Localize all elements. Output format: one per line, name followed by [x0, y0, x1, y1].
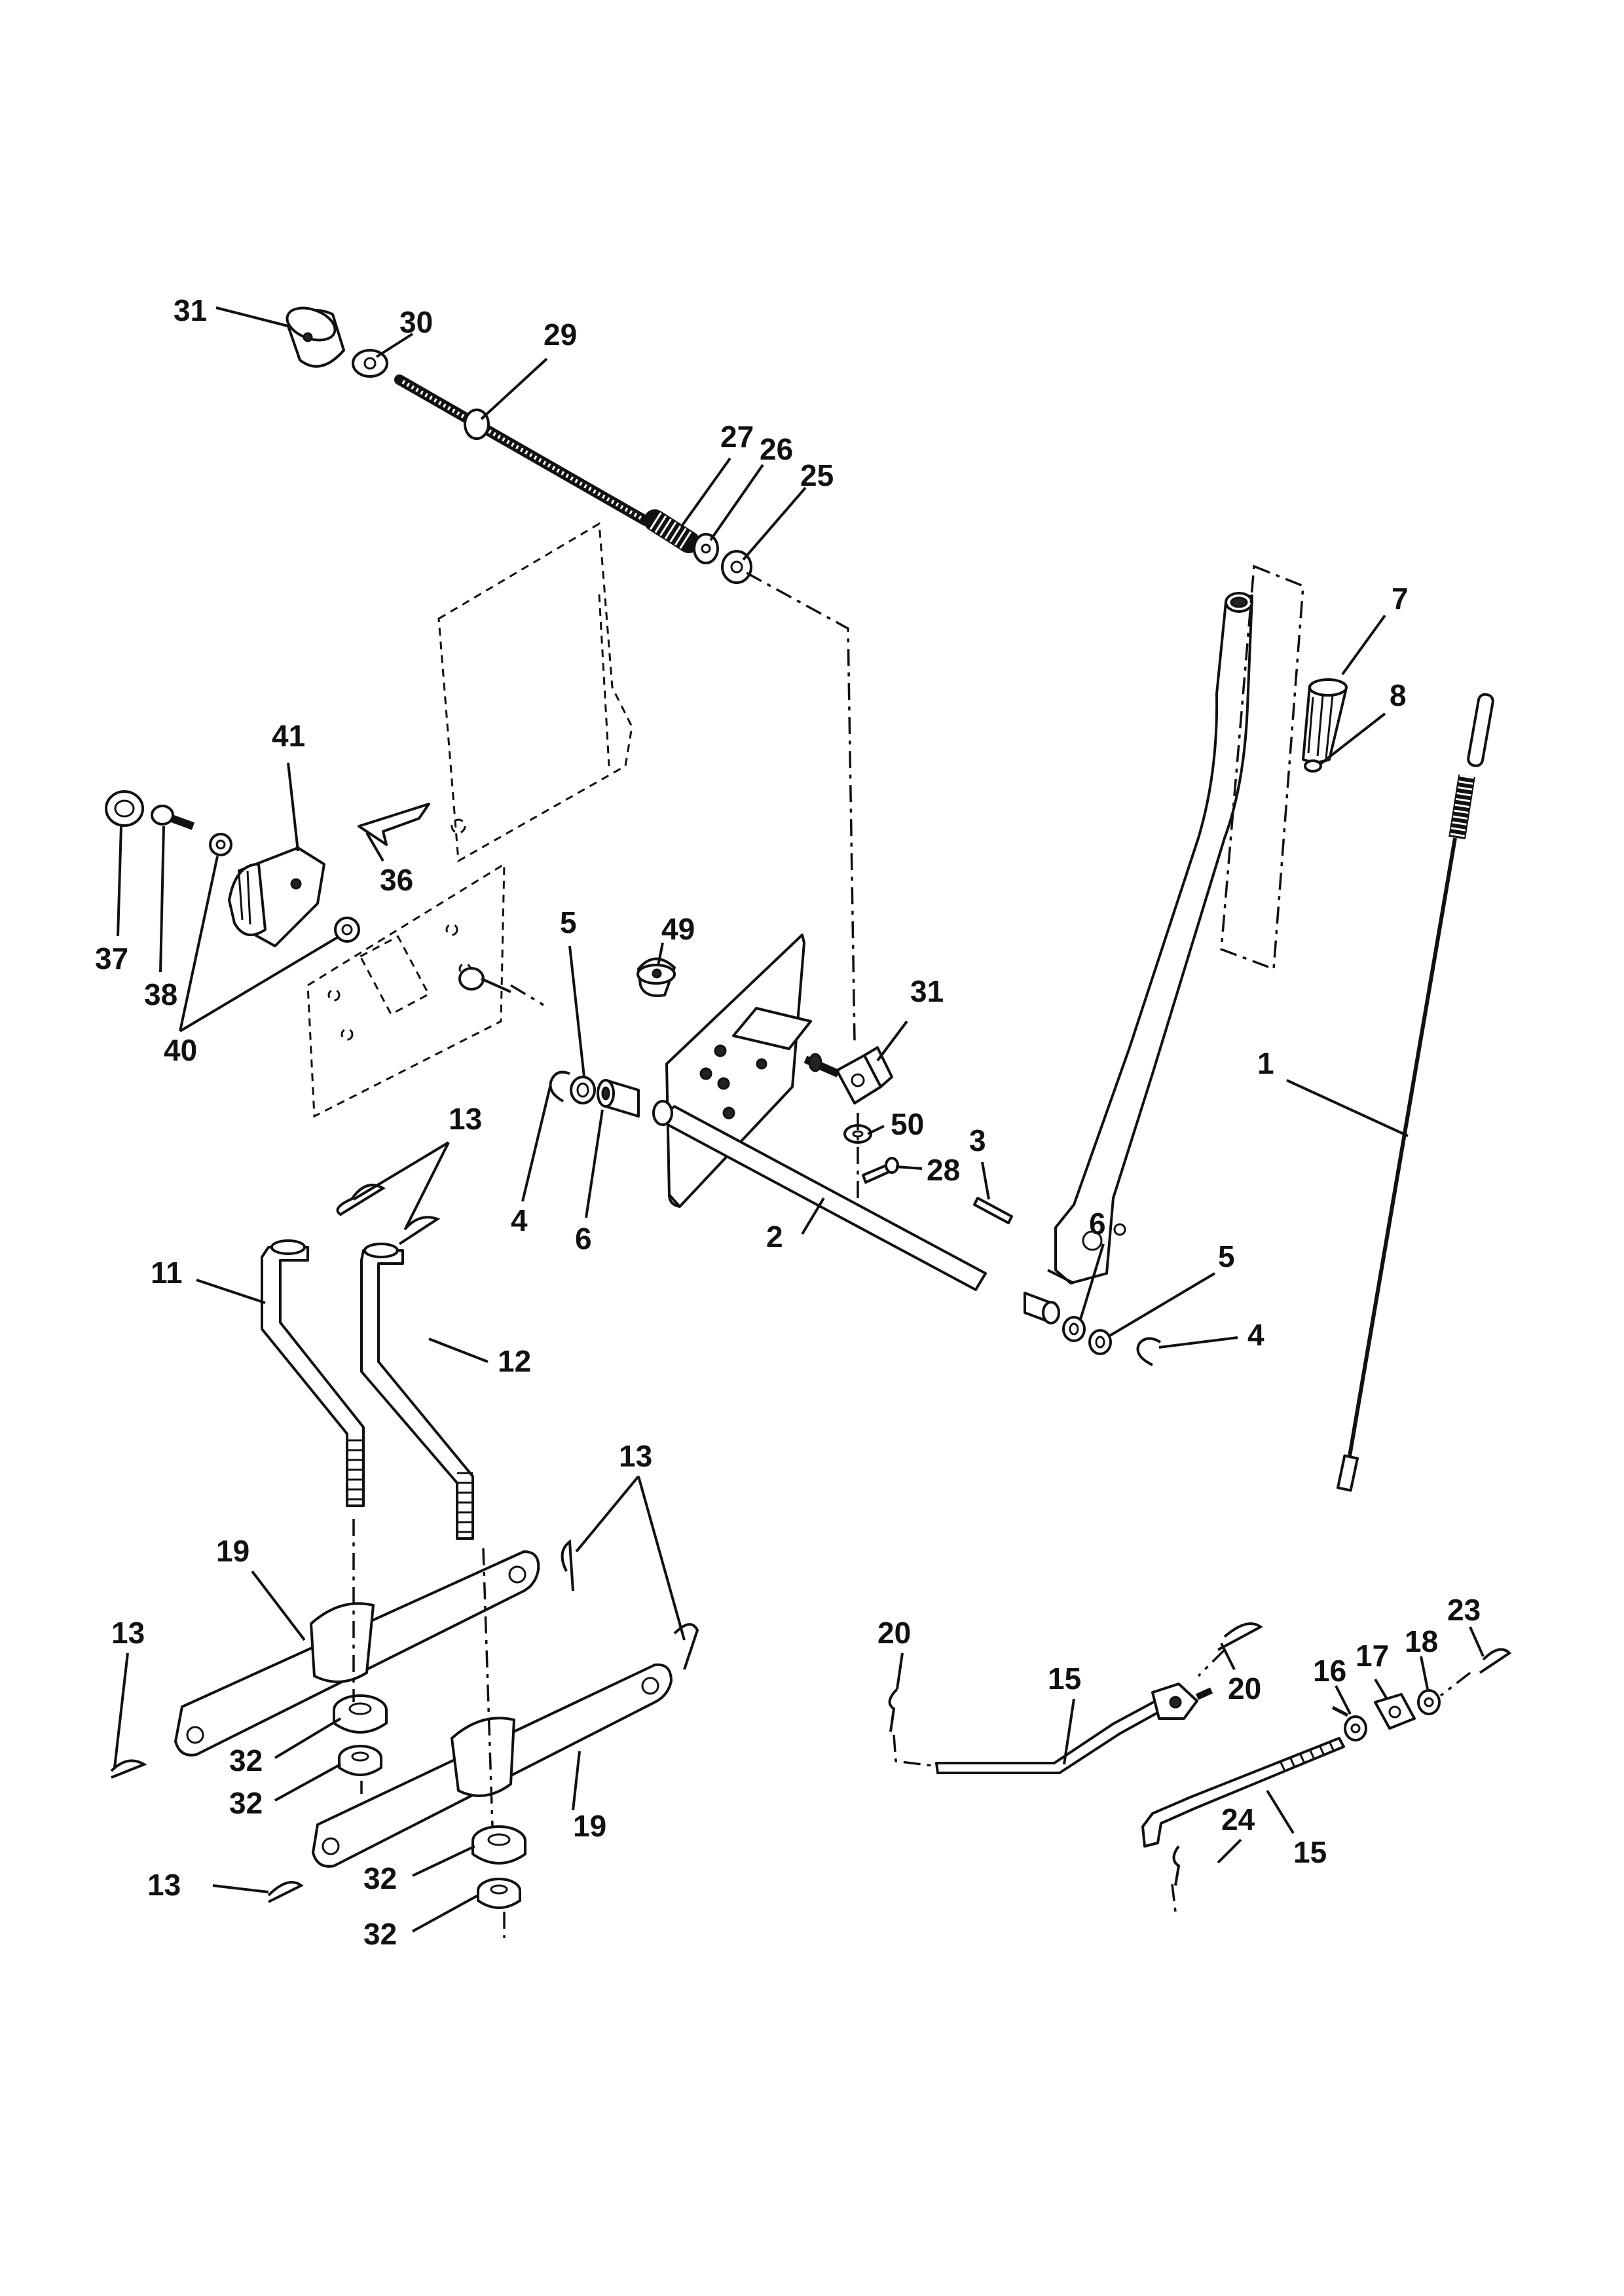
callout-6-left: 6: [575, 1222, 592, 1256]
callout-24: 26: [760, 432, 793, 466]
callout-15-lower: 15: [1293, 1835, 1327, 1869]
callout-12: 12: [498, 1344, 531, 1378]
callout-36: 36: [380, 863, 413, 897]
callout-23: 25: [800, 458, 834, 492]
trunnion-part: [803, 1046, 893, 1104]
bushing-part: [1024, 1292, 1060, 1324]
callout-30: 31: [910, 974, 944, 1008]
lift-lever-part: [1047, 592, 1253, 1285]
lift-arm-part: [174, 1550, 540, 1757]
callout-4-left: 4: [511, 1203, 528, 1237]
callout-13-left: 13: [111, 1616, 145, 1650]
callout-13-top: 13: [449, 1102, 482, 1136]
snap-ring-part: [1136, 1337, 1162, 1366]
phantom-panel-lower: [306, 862, 506, 1118]
adjustment-rod-part: [394, 374, 650, 526]
lift-arm-part: [312, 1663, 673, 1868]
hairpin-part: [888, 1622, 1512, 1886]
washer-part: [693, 533, 719, 564]
nut-part: [1331, 1705, 1367, 1741]
ring-part: [105, 790, 144, 827]
callout-26: 28: [927, 1153, 960, 1187]
callout-32-upper: 32: [229, 1786, 263, 1820]
leader-lines: [113, 306, 1485, 1933]
washer-part: [1062, 1316, 1086, 1342]
bushing-part: [597, 1079, 640, 1118]
callout-20-mid: 20: [1228, 1671, 1261, 1705]
callout-50: 50: [891, 1107, 924, 1141]
callout-19-upper: 19: [216, 1534, 249, 1568]
callout-17: 17: [1356, 1639, 1389, 1673]
lift-plate-part: [665, 934, 812, 1208]
bearing-part: [637, 957, 676, 997]
screw-part: [862, 1157, 899, 1184]
callout-31-lower: 32: [363, 1861, 397, 1895]
nut-part: [338, 1745, 382, 1776]
callout-20-left: 20: [877, 1616, 911, 1650]
callout-8: 8: [1390, 678, 1407, 712]
callout-labels: 31 30 29 27 26 25 7 8 41 36 37 38 40 5 4…: [95, 293, 1481, 1951]
callout-6-right: 6: [1089, 1207, 1106, 1241]
callout-32-lower: 32: [363, 1917, 397, 1951]
trunnion-block-part: [1374, 1693, 1416, 1730]
knob-part: [286, 306, 345, 368]
bushing-part: [333, 1694, 388, 1734]
bushing-part: [471, 1825, 526, 1865]
spring-part: [644, 509, 700, 553]
callout-1: 1: [1257, 1046, 1274, 1080]
callout-20-right: 23: [1447, 1593, 1481, 1627]
assembly-centerlines: [352, 572, 1471, 1938]
bolt-part: [151, 805, 195, 830]
plug-part: [1304, 759, 1322, 773]
pin-part: [973, 1197, 1013, 1224]
callout-15-upper: 15: [1048, 1662, 1081, 1696]
callout-27: 29: [544, 318, 577, 352]
drag-link-part: [935, 1683, 1213, 1774]
washer-part: [1088, 1329, 1112, 1355]
phantom-grip-outline: [1220, 564, 1304, 971]
callout-49: 49: [661, 912, 695, 946]
washer-part: [570, 1076, 596, 1104]
nut-part: [1417, 1689, 1441, 1715]
lift-shaft-part: [652, 1100, 987, 1291]
callout-41: 41: [272, 719, 305, 753]
callout-7: 7: [1392, 581, 1409, 615]
callout-5-right: 5: [1218, 1239, 1235, 1273]
callout-19-lower: 19: [573, 1809, 606, 1843]
callout-11: 11: [151, 1256, 183, 1290]
clip-part: [358, 803, 430, 846]
callout-4-right: 4: [1247, 1318, 1264, 1352]
callout-18: 18: [1405, 1624, 1438, 1658]
nut-part: [477, 1878, 521, 1909]
snap-ring-part: [549, 1070, 570, 1102]
callout-40: 40: [164, 1033, 197, 1067]
callout-3: 3: [969, 1123, 986, 1157]
adjustment-knob-part: [228, 847, 325, 947]
callout-28: 30: [399, 305, 433, 339]
callout-29: 31: [174, 293, 207, 327]
callout-13-bottom: 13: [147, 1868, 181, 1902]
nut-part: [721, 550, 752, 584]
callout-20-lower: 24: [1221, 1802, 1255, 1836]
callout-13-mid: 13: [619, 1439, 652, 1473]
callout-25: 27: [720, 420, 754, 454]
phantom-panel-upper: [437, 522, 633, 863]
lift-link-part: [360, 1243, 474, 1540]
callout-2: 2: [766, 1220, 783, 1254]
washer-part: [209, 833, 360, 943]
lift-link-part: [261, 1239, 365, 1507]
pivot-stud: [458, 967, 511, 993]
cable-rod-part: [1337, 693, 1494, 1492]
drag-link-part: [1141, 1737, 1345, 1848]
callout-37: 37: [95, 941, 128, 975]
callout-5-left: 5: [560, 905, 577, 939]
callout-16: 16: [1313, 1654, 1346, 1688]
callout-38: 38: [144, 977, 177, 1011]
callout-31-upper: 32: [229, 1743, 263, 1777]
